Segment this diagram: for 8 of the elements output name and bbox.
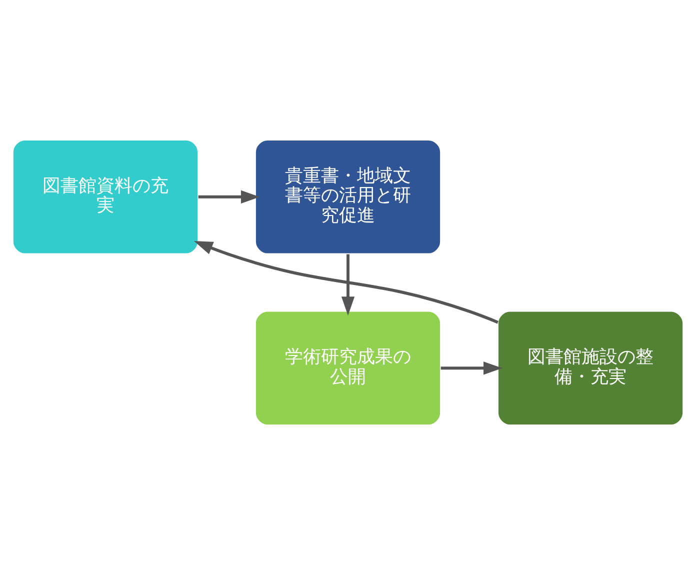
node-box: 図書館施設の整備・充実 [497,310,684,426]
arrow [198,190,260,203]
arrow [194,240,498,324]
node-box: 図書館資料の充実 [12,138,199,254]
arrow [341,254,355,316]
arrow [440,361,502,374]
node-box: 貴重書・地域文書等の活用と研究促進 [254,138,442,254]
node-box: 学術研究成果の公開 [254,310,442,426]
